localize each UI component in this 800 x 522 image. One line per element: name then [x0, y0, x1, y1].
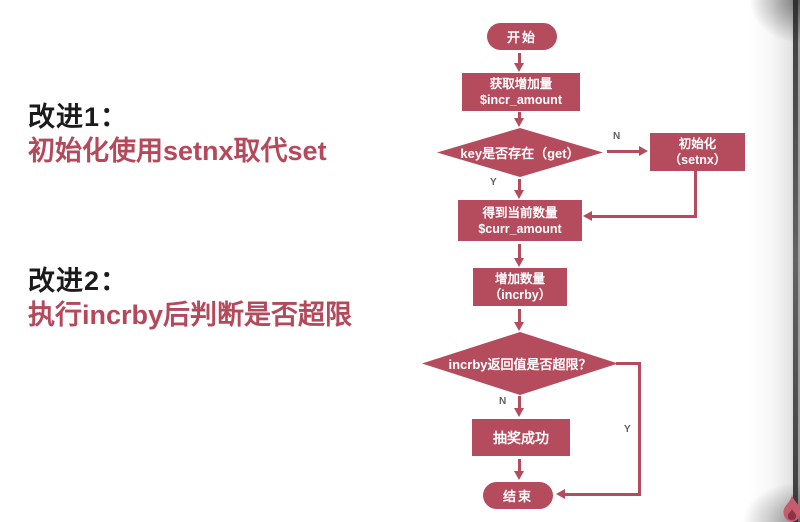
note-1-detail: 初始化使用setnx取代set	[28, 136, 327, 166]
edge-label-key-exists-yes: Y	[490, 177, 497, 188]
flame-logo-icon	[779, 494, 800, 522]
flow-node-incrby: 增加数量 （incrby）	[473, 268, 567, 306]
flow-node-get-amount: 获取增加量 $incr_amount	[462, 73, 580, 111]
note-2-detail: 执行incrby后判断是否超限	[28, 300, 353, 330]
flow-node-init-setnx: 初始化 （setnx）	[650, 133, 745, 171]
flow-node-get-amount-line2: $incr_amount	[480, 93, 562, 107]
flow-decision-over-limit: incrby返回值是否超限？	[422, 332, 618, 395]
flow-node-start-label: 开始	[506, 30, 537, 45]
edge-label-key-exists-no: N	[613, 131, 621, 142]
flow-node-init-setnx-line1: 初始化	[678, 137, 717, 151]
flow-node-end-label: 结束	[502, 489, 533, 504]
edge-label-over-limit-no: N	[499, 396, 507, 407]
note-1-heading: 改进1：	[28, 102, 129, 132]
page-edge-sliver	[798, 0, 800, 522]
page-edge-dark-line	[793, 0, 798, 522]
page-corner-top-shadow	[740, 0, 800, 70]
flow-node-success: 抽奖成功	[472, 419, 570, 456]
flow-node-start: 开始	[487, 23, 557, 50]
page-edge-shading	[748, 0, 800, 522]
flow-node-curr-amount-line1: 得到当前数量	[482, 205, 558, 220]
flow-node-get-amount-line1: 获取增加量	[489, 77, 553, 91]
note-improvement-2: 改进2： 执行incrby后判断是否超限	[28, 264, 352, 332]
flow-node-end: 结束	[483, 482, 553, 509]
flow-node-success-label: 抽奖成功	[493, 429, 549, 446]
edge-label-over-limit-yes: Y	[624, 424, 631, 435]
flow-node-curr-amount: 得到当前数量 $curr_amount	[458, 200, 582, 241]
flow-node-init-setnx-line2: （setnx）	[668, 153, 727, 167]
flow-node-incrby-line2: （incrby）	[488, 288, 552, 302]
flow-node-curr-amount-line2: $curr_amount	[478, 221, 562, 236]
note-improvement-1: 改进1： 初始化使用setnx取代set	[28, 100, 327, 168]
flow-decision-over-limit-label: incrby返回值是否超限？	[448, 357, 592, 372]
flow-node-incrby-line1: 增加数量	[494, 272, 545, 286]
flow-decision-key-exists: key是否存在（get）	[437, 128, 603, 177]
note-2-heading: 改进2：	[28, 266, 129, 296]
flow-decision-key-exists-label: key是否存在（get）	[460, 146, 580, 161]
